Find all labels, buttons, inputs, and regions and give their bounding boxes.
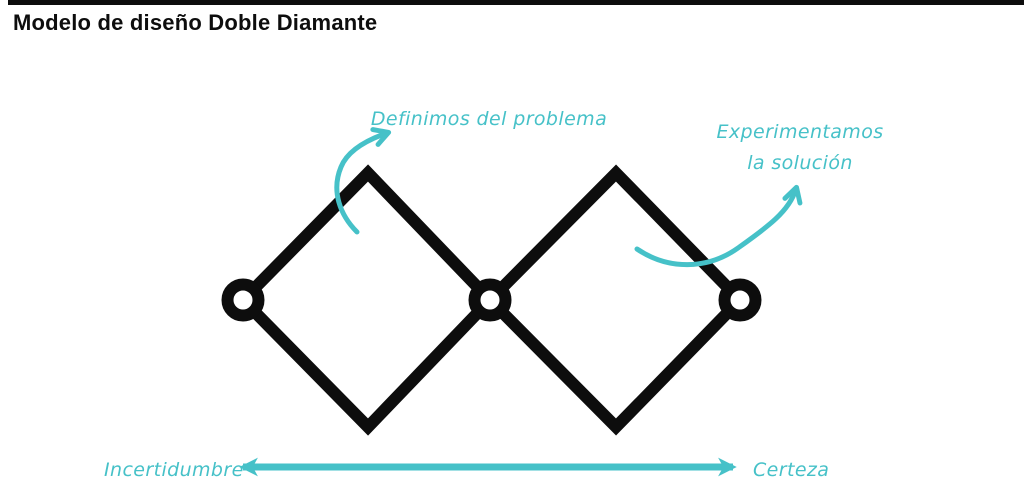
node-start [221,278,265,322]
node-middle [468,278,512,322]
curved-arrow-solution-icon [634,184,803,268]
node-end [718,278,762,322]
annotation-solution-line1: Experimentamos [716,121,884,143]
annotation-solution-label: Experimentamos la solución [716,117,883,179]
curved-arrow-problem-icon [334,127,392,235]
annotation-problem-label: Definimos del problema [370,108,608,130]
page-title: Modelo de diseño Doble Diamante [13,10,378,35]
axis-label-certainty: Certeza [753,459,830,481]
axis-label-uncertainty: Incertidumbre [104,459,244,481]
top-border-bar [8,0,1024,5]
annotation-solution-line2: la solución [747,152,853,174]
diamond-solution [481,164,749,436]
diamond-problem [234,164,499,436]
